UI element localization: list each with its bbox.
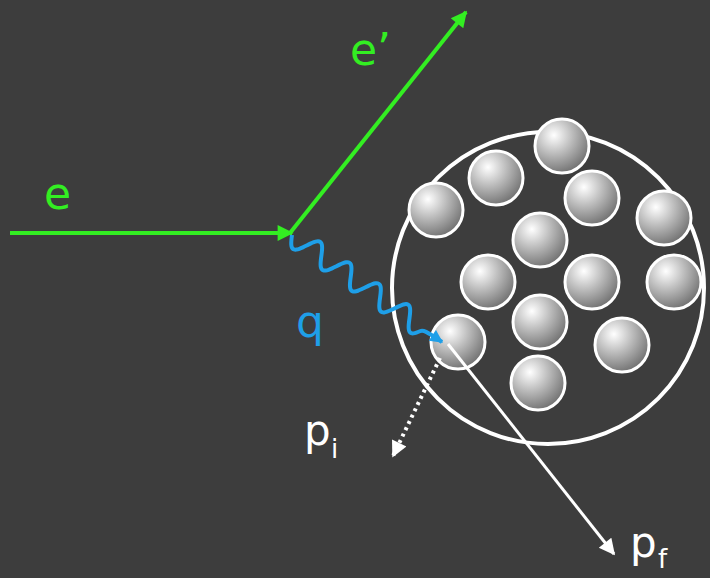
nucleon-sphere xyxy=(513,295,567,349)
subscript: i xyxy=(331,436,338,462)
nucleon-sphere xyxy=(409,183,463,237)
electron-label: e’ xyxy=(350,28,391,72)
momentum-label: p xyxy=(304,410,331,452)
final-momentum xyxy=(448,344,614,554)
nucleon-sphere xyxy=(469,151,523,205)
electron-label: e xyxy=(44,172,71,216)
incoming-electron xyxy=(10,231,292,235)
nucleon-sphere xyxy=(461,255,515,309)
nucleus-outline xyxy=(392,132,704,444)
nucleon-sphere xyxy=(513,213,567,267)
nucleon-sphere xyxy=(535,119,589,173)
nucleon-sphere xyxy=(511,356,565,410)
nucleon-sphere xyxy=(595,318,649,372)
nucleon-sphere xyxy=(637,191,691,245)
initial-momentum xyxy=(393,358,440,456)
nucleon-sphere xyxy=(647,255,701,309)
subscript: f xyxy=(658,546,667,572)
momentum-label: p xyxy=(630,522,657,564)
scattered-electron xyxy=(290,12,466,233)
nucleon-sphere xyxy=(565,171,619,225)
nucleon-sphere xyxy=(565,255,619,309)
photon-label: q xyxy=(296,300,324,344)
